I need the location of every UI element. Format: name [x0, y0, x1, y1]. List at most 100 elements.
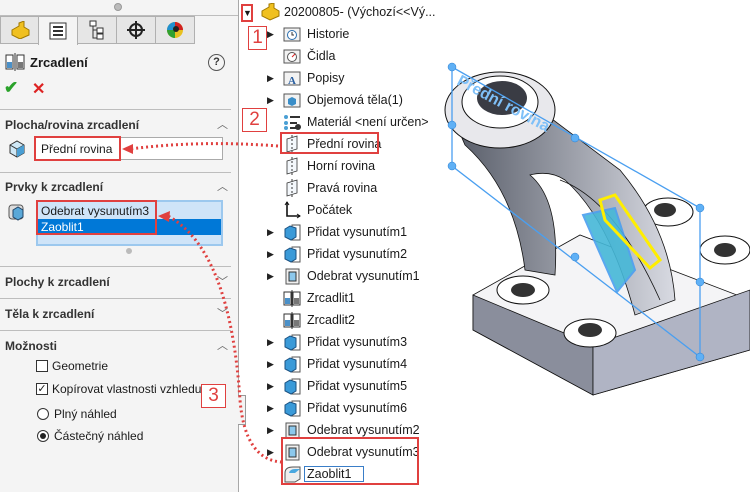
tree-item[interactable]: Zrcadlit1 — [245, 287, 445, 309]
tab-display-manager[interactable] — [155, 16, 195, 44]
geometry-checkbox[interactable] — [36, 360, 48, 372]
material-icon — [284, 115, 301, 130]
tree-item[interactable]: Zaoblit1 — [245, 463, 445, 485]
expand-arrow-icon[interactable]: ▶ — [267, 28, 274, 39]
tree-item[interactable]: ▶ Přidat vysunutím3 — [245, 331, 445, 353]
mirror-plane-value: Přední rovina — [41, 142, 113, 156]
section-header-options[interactable]: Možnosti — [5, 339, 57, 353]
mirror-icon — [283, 312, 301, 329]
sensors-folder-icon — [283, 49, 301, 64]
cut-extrude-icon — [285, 268, 300, 285]
expand-arrow-icon[interactable]: ▶ — [267, 446, 274, 457]
tree-item[interactable]: Čidla — [245, 45, 445, 67]
help-button[interactable]: ? — [208, 54, 225, 71]
chevron-down-icon[interactable]: ﹀ — [217, 308, 228, 320]
highlight-features-list — [36, 200, 157, 235]
tree-item-label: Počátek — [307, 203, 353, 217]
tree-item-label: Popisy — [307, 71, 345, 85]
expand-arrow-icon[interactable]: ▶ — [267, 424, 274, 435]
section-header-bodies[interactable]: Těla k zrcadlení — [5, 307, 95, 321]
tree-item[interactable]: ▶ Odebrat vysunutím1 — [245, 265, 445, 287]
callout-3: 3 — [201, 384, 226, 408]
boss-extrude-icon — [284, 224, 301, 241]
copy-appearance-checkbox[interactable]: ✓ — [36, 383, 48, 395]
display-manager-icon — [167, 22, 183, 38]
expand-arrow-icon[interactable]: ▶ — [267, 380, 274, 391]
tree-item-label: Odebrat vysunutím3 — [307, 445, 420, 459]
section-header-faces[interactable]: Plochy k zrcadlení — [5, 275, 110, 289]
boss-extrude-icon — [284, 246, 301, 263]
expand-arrow-icon[interactable]: ▶ — [267, 402, 274, 413]
list-item[interactable]: Odebrat vysunutím3 — [41, 204, 150, 218]
expand-arrow-icon[interactable]: ▶ — [267, 226, 274, 237]
tree-item-label: Horní rovina — [307, 159, 376, 173]
tree-item[interactable]: ▶Přidat vysunutím6 — [245, 397, 445, 419]
tree-item[interactable]: Přední rovina — [245, 133, 445, 155]
tab-feature-manager[interactable] — [0, 16, 40, 44]
tree-item-label: Přidat vysunutím1 — [307, 225, 408, 239]
model-viewport[interactable]: Přední rovina — [430, 50, 750, 430]
fillet-icon — [284, 466, 301, 483]
expand-arrow-icon[interactable]: ▶ — [267, 72, 274, 83]
expand-arrow-icon[interactable]: ▶ — [267, 270, 274, 281]
partial-preview-radio[interactable] — [37, 430, 49, 442]
partial-preview-label: Částečný náhled — [54, 429, 144, 443]
chevron-up-icon[interactable]: ︿ — [217, 340, 228, 352]
tree-item[interactable]: Materiál <není určen> — [245, 111, 445, 133]
property-manager: Zrcadlení ? ✔ ✕ Plocha/rovina zrcadlení … — [0, 0, 239, 492]
face-plane-icon — [9, 140, 25, 158]
boss-extrude-icon — [284, 400, 301, 417]
plane-icon — [286, 157, 298, 175]
highlight-plane-input — [34, 136, 121, 161]
expand-arrow-icon[interactable]: ▶ — [267, 336, 274, 347]
section-header-plane[interactable]: Plocha/rovina zrcadlení — [5, 118, 140, 132]
tree-item[interactable]: ▶ Přidat vysunutím1 — [245, 221, 445, 243]
tab-configuration-manager[interactable] — [77, 16, 117, 44]
tree-item[interactable]: Zrcadlit2 — [245, 309, 445, 331]
expand-arrow-icon[interactable]: ▶ — [267, 94, 274, 105]
property-manager-icon — [49, 22, 67, 40]
tree-item[interactable]: ▶ Historie — [245, 23, 445, 45]
tree-root[interactable]: 20200805- (Výchozí<<Vý... — [258, 1, 458, 23]
chevron-up-icon[interactable]: ︿ — [217, 181, 228, 193]
full-preview-label: Plný náhled — [54, 407, 117, 421]
section-header-features[interactable]: Prvky k zrcadlení — [5, 180, 104, 194]
tree-item-label: Zrcadlit1 — [307, 291, 355, 305]
tree-item[interactable]: ▶ Objemová těla(1) — [245, 89, 445, 111]
ok-button[interactable]: ✔ — [4, 78, 19, 97]
tab-dimxpert-manager[interactable] — [116, 16, 156, 44]
tree-item-label: Přidat vysunutím3 — [307, 335, 408, 349]
tree-item-label: Odebrat vysunutím2 — [307, 423, 420, 437]
expand-arrow-icon[interactable]: ▶ — [267, 358, 274, 369]
mirror-icon — [5, 53, 25, 71]
tree-item-label: Odebrat vysunutím1 — [307, 269, 420, 283]
chevron-down-icon[interactable]: ﹀ — [217, 276, 228, 288]
dimxpert-icon — [127, 21, 145, 39]
chevron-up-icon[interactable]: ︿ — [217, 119, 228, 131]
tree-item[interactable]: Horní rovina — [245, 155, 445, 177]
tree-item-label: Materiál <není určen> — [307, 115, 429, 129]
tree-collapse-toggle[interactable]: ▼ — [241, 4, 253, 22]
tab-property-manager[interactable] — [38, 16, 78, 45]
expand-arrow-icon[interactable]: ▶ — [267, 248, 274, 259]
cancel-button[interactable]: ✕ — [32, 81, 46, 98]
tree-item-label: Přidat vysunutím2 — [307, 247, 408, 261]
part-icon — [261, 3, 280, 21]
highlight-tree-features — [281, 437, 419, 485]
callout-1: 1 — [248, 26, 267, 50]
tree-item-label: Čidla — [307, 49, 336, 63]
tree-item[interactable]: Počátek — [245, 199, 445, 221]
fillet-highlight — [598, 193, 663, 271]
splitter-handle[interactable] — [114, 3, 122, 11]
full-preview-radio[interactable] — [37, 408, 49, 420]
tree-item-label: Historie — [307, 27, 350, 41]
tree-item-label: Přední rovina — [307, 137, 382, 151]
tree-item[interactable]: ▶Přidat vysunutím5 — [245, 375, 445, 397]
resize-handle[interactable] — [126, 248, 132, 254]
tree-item-label: Pravá rovina — [307, 181, 378, 195]
tree-item[interactable]: Pravá rovina — [245, 177, 445, 199]
tree-item-label: Objemová těla(1) — [307, 93, 403, 107]
tree-item[interactable]: ▶ Přidat vysunutím2 — [245, 243, 445, 265]
tree-item[interactable]: ▶Přidat vysunutím4 — [245, 353, 445, 375]
